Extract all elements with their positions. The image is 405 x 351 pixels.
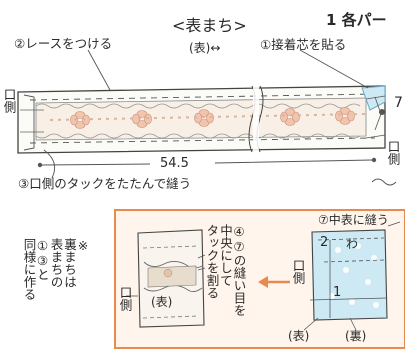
kuchi-inner-label: 口側 bbox=[290, 259, 306, 284]
omote-arrow-label: (表)↔ bbox=[189, 41, 221, 55]
strip-title: <表まち> bbox=[172, 16, 247, 35]
squiggle-mark bbox=[371, 178, 397, 186]
omote-label: (表) bbox=[288, 329, 310, 343]
lace-edge-bottom bbox=[35, 133, 361, 139]
right-number: 7 bbox=[394, 95, 403, 111]
number-2: 2 bbox=[320, 235, 329, 250]
detail-box bbox=[114, 209, 405, 349]
ura-label: (裏) bbox=[345, 329, 367, 343]
lace-note: ②レースをつける bbox=[14, 36, 113, 51]
kuchi-right-label: 口側 bbox=[385, 140, 401, 165]
tuck-note: ③口側のタックをたたんで縫う bbox=[18, 176, 192, 191]
width-dimension: 54.5 bbox=[160, 156, 189, 171]
top-strip bbox=[17, 49, 397, 186]
left-tuck bbox=[23, 94, 35, 151]
lace-edge-top bbox=[35, 103, 361, 109]
tuck-leader bbox=[43, 149, 56, 179]
wa-label: わ bbox=[346, 237, 359, 251]
dot-pattern bbox=[329, 243, 379, 308]
lace-leader bbox=[87, 49, 111, 91]
number-1: 1 bbox=[333, 285, 342, 300]
seam-line-bottom bbox=[29, 137, 376, 144]
kuchi-left-label: 口側 bbox=[1, 88, 17, 113]
arrow-head bbox=[258, 276, 268, 288]
interfacing-note: ①接着芯を貼る bbox=[260, 37, 347, 52]
seam-line-top bbox=[29, 93, 376, 101]
back-gusset-note: ※ 裏まちは 表まちの ①③と 同様に作る bbox=[21, 238, 91, 301]
kuchi-detail-label: 口側 bbox=[117, 286, 133, 311]
dimension-line bbox=[41, 159, 373, 166]
left-tuck-marks bbox=[20, 109, 44, 133]
center-seam-note: ④⑦の縫い目を 中央にして タックを割る bbox=[204, 224, 247, 317]
sew-note: ⑦中表に縫う bbox=[318, 213, 389, 227]
lace-flowers bbox=[70, 107, 355, 129]
dim-dot-left bbox=[37, 162, 43, 168]
dim-dot-right bbox=[371, 157, 377, 163]
step-header: 1 各パー bbox=[326, 11, 387, 29]
interfacing-leader bbox=[299, 49, 369, 89]
inner-omote-label: (表) bbox=[151, 295, 173, 309]
